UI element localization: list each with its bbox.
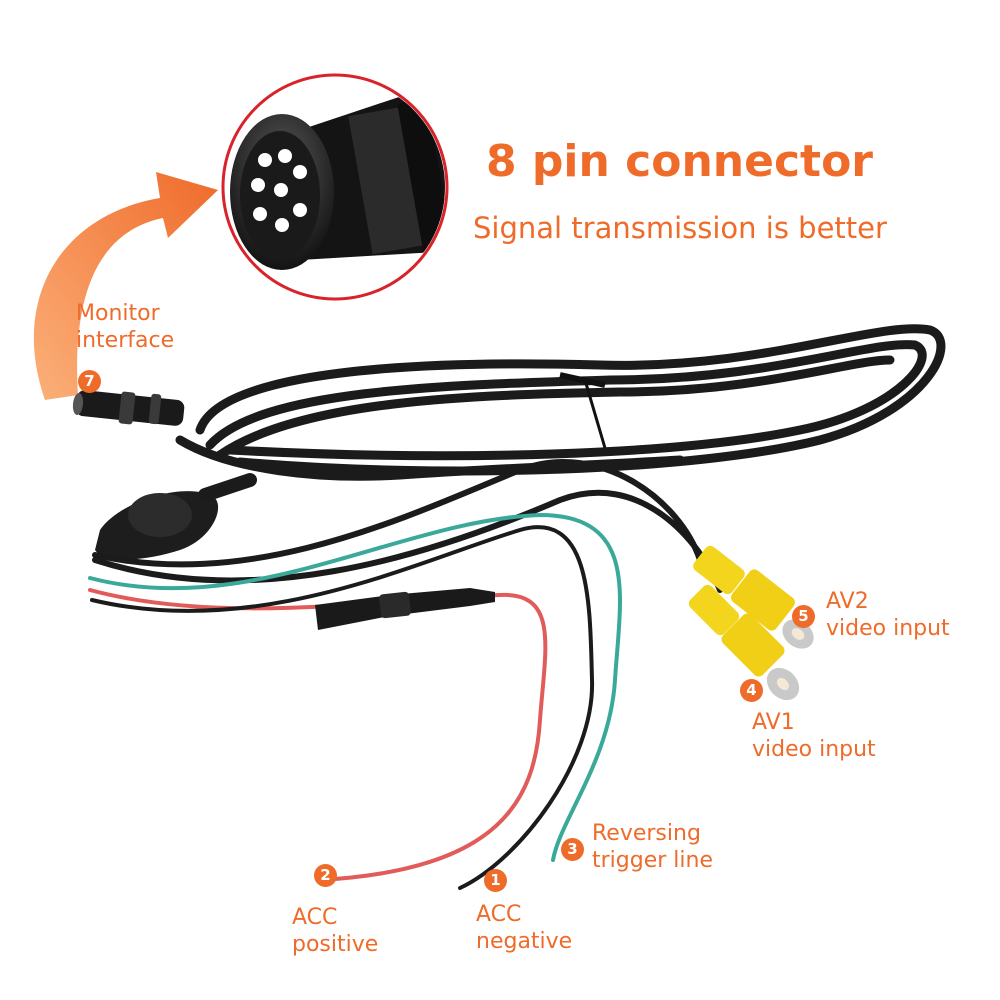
wire-red (88, 588, 548, 882)
badge-1: 1 (484, 869, 507, 892)
wire-black-av (92, 459, 703, 568)
splitter-body (95, 473, 257, 560)
badge-2: 2 (314, 864, 337, 887)
label-av1: AV1 video input (752, 710, 876, 762)
label-acc-negative: ACC negative (476, 902, 573, 954)
badge-4: 4 (740, 679, 763, 702)
fuse-holder (315, 588, 495, 630)
wire-green (88, 512, 622, 862)
curved-arrow-icon (33, 172, 218, 400)
monitor-plug (72, 390, 185, 426)
headline: 8 pin connector (486, 136, 873, 187)
badge-3: 3 (561, 838, 584, 861)
connector-closeup (221, 73, 449, 301)
badge-5: 5 (792, 605, 815, 628)
main-cable (175, 324, 946, 481)
wire-black-acc (90, 525, 595, 890)
rca-av1 (688, 584, 800, 701)
cable-tie (559, 372, 607, 449)
label-reversing-trigger: Reversing trigger line (592, 821, 713, 873)
label-monitor-interface: Monitor interface (76, 301, 175, 353)
label-av2: AV2 video input (826, 589, 950, 641)
badge-7: 7 (78, 370, 101, 393)
label-acc-positive: ACC positive (292, 905, 379, 957)
tagline: Signal transmission is better (473, 211, 887, 245)
pin-holes (251, 149, 307, 232)
